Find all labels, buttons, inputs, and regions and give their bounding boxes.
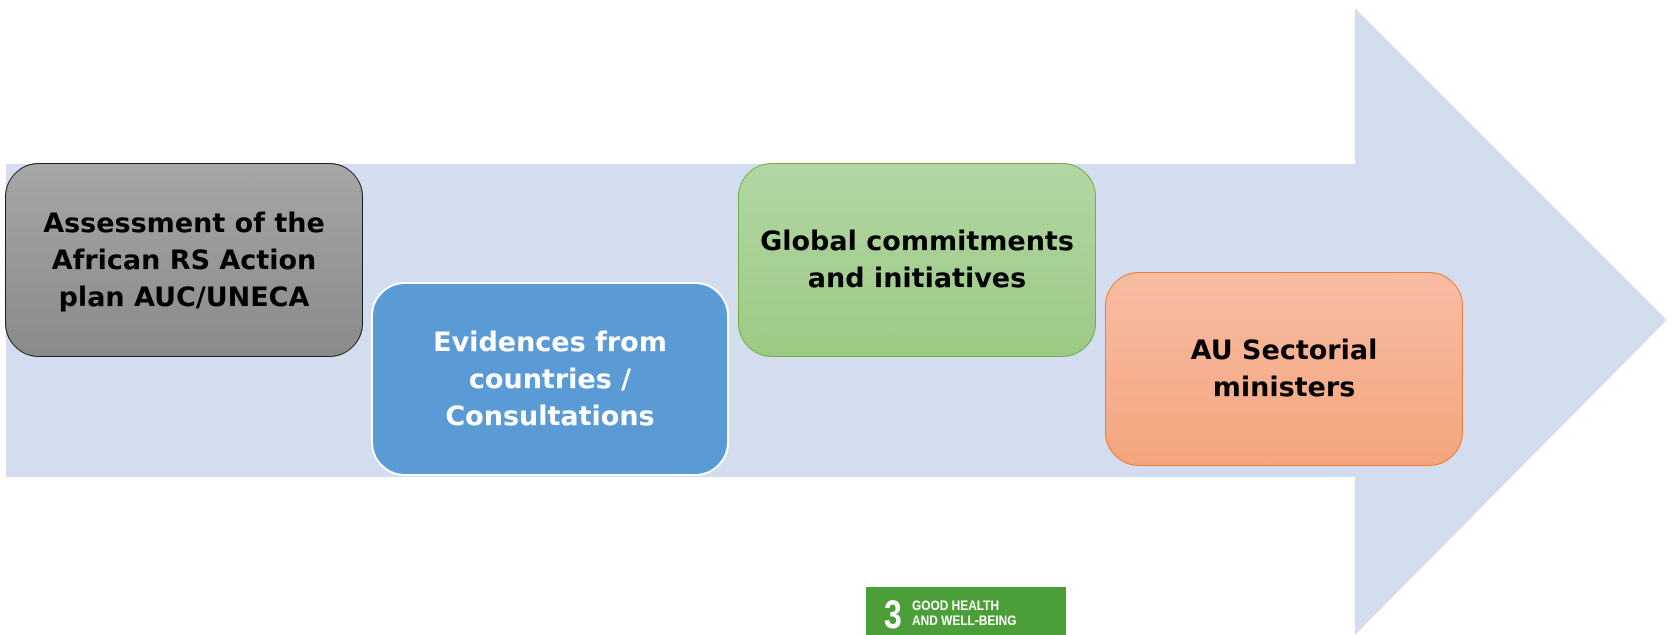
step-assessment-box: Assessment of the African RS Action plan… [5, 163, 363, 357]
sdg-3-badge: 3 GOOD HEALTH AND WELL-BEING [866, 587, 1066, 635]
step-global-commitments-box: Global commitments and initiatives [738, 163, 1096, 357]
step-au-ministers-label: AU Sectorial ministers [1190, 335, 1378, 403]
sdg-badge-label: GOOD HEALTH AND WELL-BEING [912, 597, 1017, 628]
step-assessment-label: Assessment of the African RS Action plan… [43, 207, 325, 313]
step-global-commitments-label: Global commitments and initiatives [760, 226, 1074, 294]
step-au-ministers-box: AU Sectorial ministers [1105, 272, 1463, 466]
step-evidences-label: Evidences from countries / Consultations [433, 326, 667, 432]
sdg-badge-number: 3 [884, 593, 902, 635]
step-evidences-box: Evidences from countries / Consultations [371, 282, 729, 476]
